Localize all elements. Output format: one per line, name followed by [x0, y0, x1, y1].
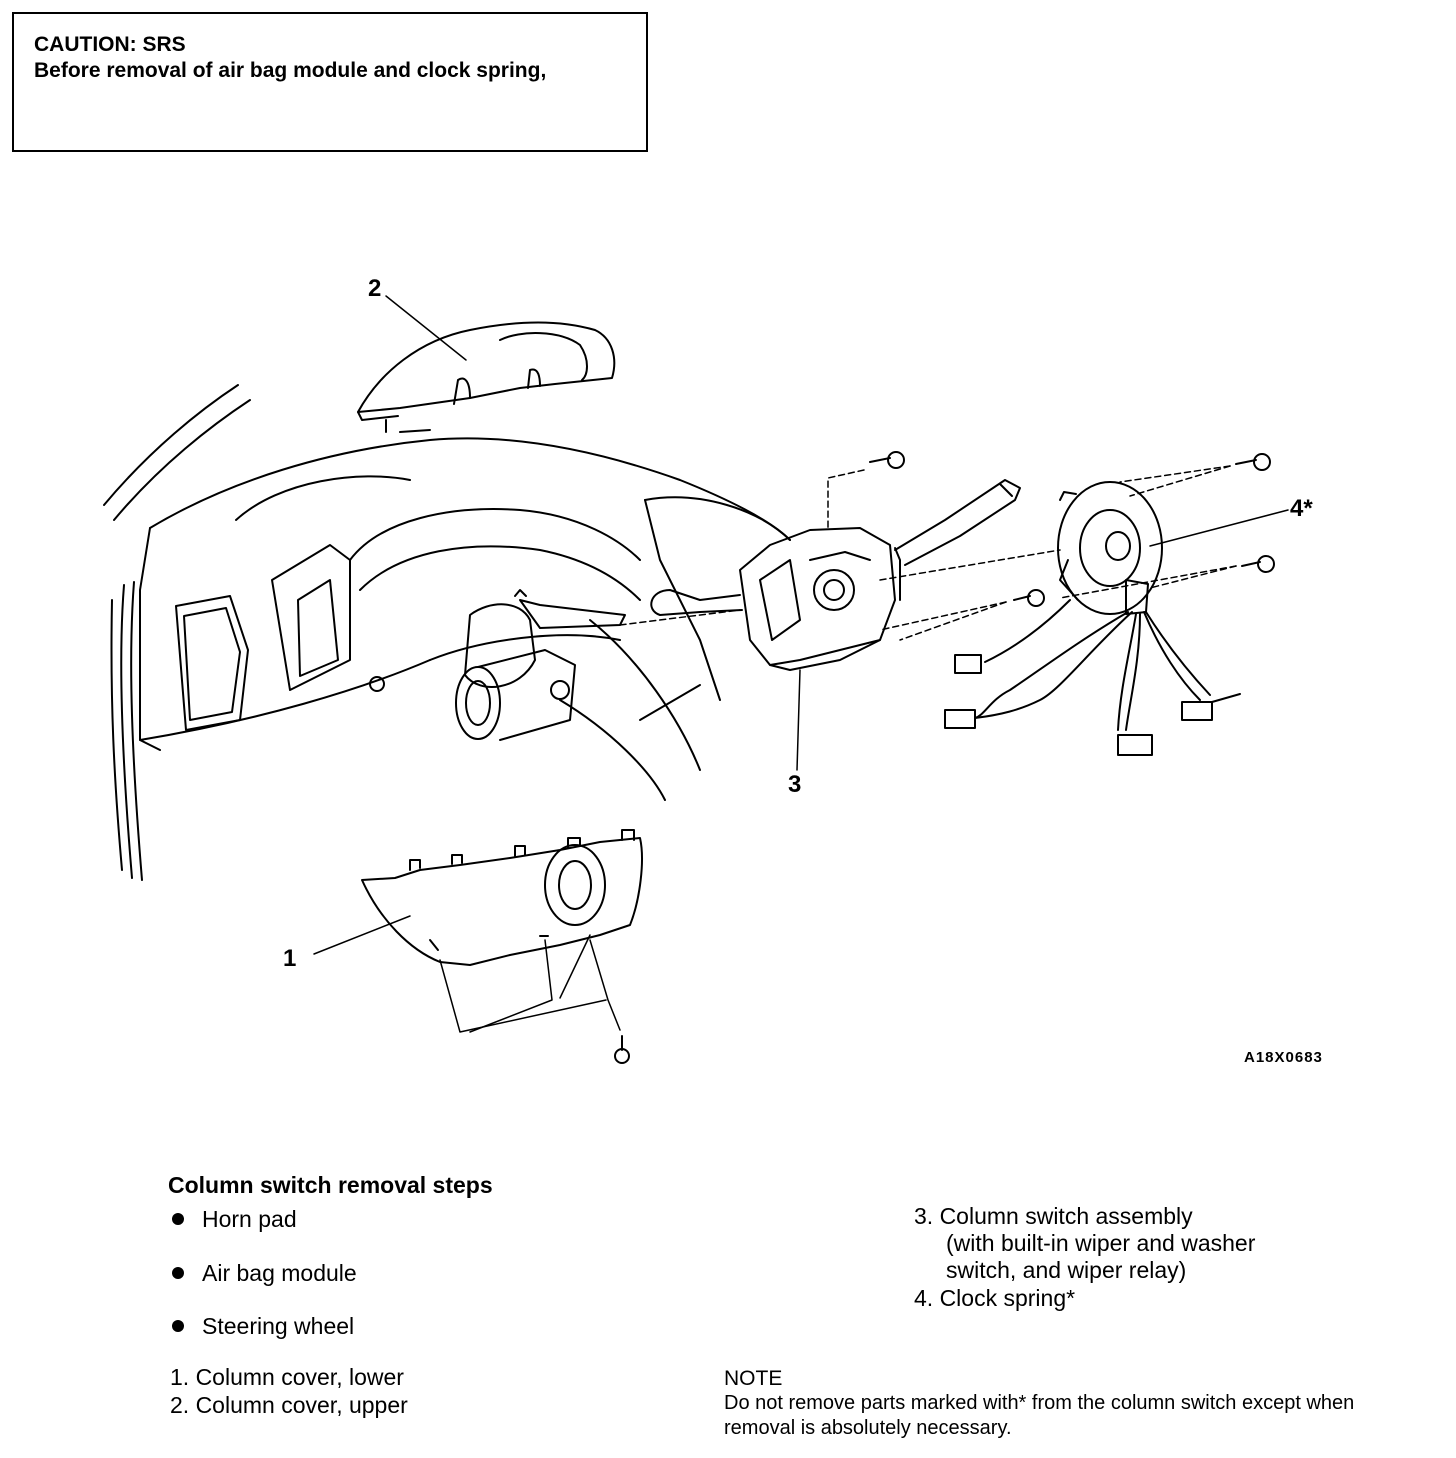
callout-3: 3 [788, 771, 801, 798]
leader-lines [313, 295, 1289, 1033]
step-3: 3. Column switch assembly [914, 1203, 1193, 1229]
clock-spring [944, 481, 1241, 756]
figure-code: A18X0683 [1244, 1049, 1323, 1066]
step-1: 1. Column cover, lower [170, 1364, 404, 1390]
steps-title: Column switch removal steps [168, 1172, 493, 1198]
step-4: 4. Clock spring* [914, 1285, 1076, 1311]
callout-1: 1 [283, 945, 296, 972]
upper-column-cover [357, 321, 616, 433]
caution-text: Before removal of air bag module and clo… [34, 59, 547, 82]
bullet-icon [172, 1319, 184, 1332]
pillar-lines [103, 384, 251, 881]
bullet-icon [172, 1212, 184, 1225]
step-3-detail-2: switch, and wiper relay) [946, 1257, 1187, 1283]
callout-4: 4* [1290, 495, 1313, 522]
step-2: 2. Column cover, upper [170, 1392, 408, 1418]
step-steering-wheel: Steering wheel [172, 1313, 354, 1340]
step-3-detail-1: (with built-in wiper and washer [946, 1230, 1256, 1256]
callout-2: 2 [368, 275, 381, 302]
caution-box: CAUTION: SRS Before removal of air bag m… [12, 12, 648, 152]
screws [614, 451, 1275, 1064]
step-air-bag-module: Air bag module [172, 1260, 357, 1287]
caution-title: CAUTION: SRS [34, 33, 186, 56]
bullet-icon [172, 1266, 184, 1279]
exploded-view-diagram: 2 4* 3 1 A18X0683 [103, 275, 1323, 1066]
step-label: Steering wheel [202, 1313, 355, 1339]
note-text: Do not remove parts marked with* from th… [724, 1392, 1355, 1439]
step-label: Horn pad [202, 1206, 297, 1232]
column-switch-assembly [650, 479, 1021, 671]
lower-column-cover [361, 829, 643, 966]
dashboard [139, 437, 791, 801]
step-horn-pad: Horn pad [172, 1206, 297, 1233]
step-label: Air bag module [202, 1260, 357, 1286]
note-title: NOTE [724, 1367, 783, 1390]
steering-column [455, 589, 626, 741]
